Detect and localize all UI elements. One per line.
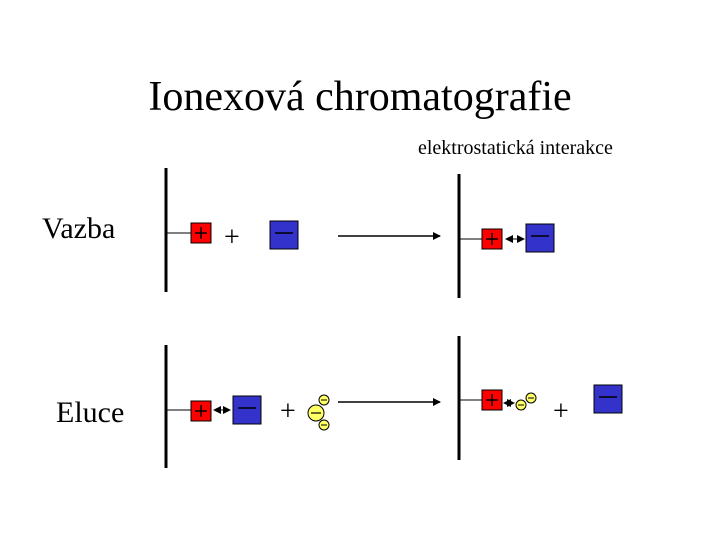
row-label-elution: Eluce [56,396,125,429]
anion-bound-icon [525,223,555,253]
cation-bound-icon [481,389,503,411]
plus-sign-binding-left: + [224,222,240,253]
page-title: Ionexová chromatografie [148,74,572,120]
row-label-binding: Vazba [42,212,116,245]
eluent-ions-icon [307,394,330,431]
eluent-ions-bound-icon [515,392,537,411]
cation-bound-icon [481,228,503,250]
anion-bound-icon [232,395,262,425]
anion-free-icon [269,220,299,250]
plus-sign-elution-left: + [280,396,296,427]
anion-released-icon [593,384,623,414]
cation-bound-icon [190,222,212,244]
cation-bound-icon [190,400,212,422]
subtitle: elektrostatická interakce [418,137,613,159]
plus-sign-elution-right: + [553,396,569,427]
